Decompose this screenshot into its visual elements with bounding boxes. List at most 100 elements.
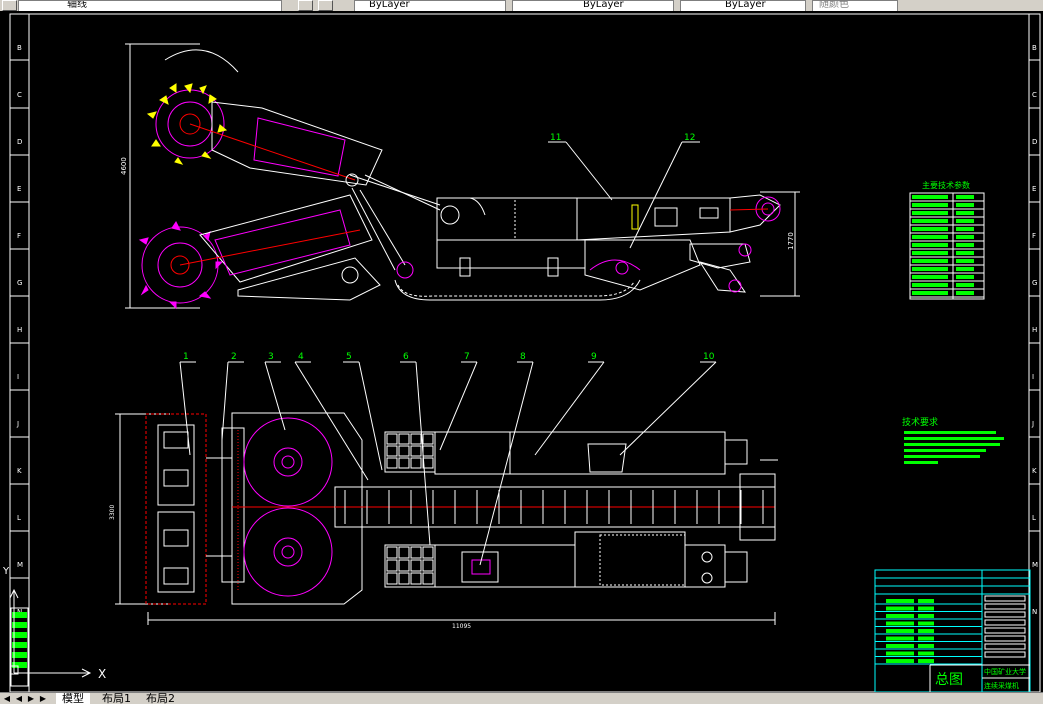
plotstyle-dropdown[interactable]: 随颜色 [812, 0, 898, 11]
leader-line [294, 361, 369, 481]
first-tab-icon[interactable]: ◀ [3, 694, 11, 703]
part-label-2: 2 [231, 352, 237, 362]
frame-row-letter: D [17, 138, 22, 146]
param-name-cell [912, 227, 948, 231]
part-label-1: 1 [183, 352, 189, 362]
title-row-fill [886, 614, 914, 618]
title-row-fill [918, 644, 934, 648]
grid-cell [386, 445, 398, 457]
part-label-8: 8 [520, 352, 526, 362]
tab-layout2[interactable]: 布局2 [146, 692, 175, 704]
left-layer-strip [10, 607, 29, 687]
frame-row-letter: C [17, 91, 22, 99]
frame-row-letter-right: C [1032, 91, 1037, 99]
tech-requirements: 技术要求 [902, 416, 1004, 464]
layer-state-icon[interactable] [298, 0, 313, 11]
prev-tab-icon[interactable]: ◀ [15, 694, 23, 703]
plotstyle-value: 随颜色 [819, 0, 849, 10]
grid-cell [422, 445, 434, 457]
title-row-fill [918, 621, 934, 626]
part-label-7: 7 [464, 352, 470, 362]
title-row-fill [886, 659, 914, 663]
param-name-cell [912, 283, 948, 287]
frame-row-letter: K [17, 467, 22, 475]
param-value-cell [956, 227, 974, 231]
title-sign-cell [984, 595, 1026, 602]
frame-row-letter: J [16, 420, 19, 428]
leader-line [619, 361, 717, 456]
grid-cell [410, 457, 422, 469]
grid-cell [422, 559, 434, 572]
frame-row-letter-right: K [1032, 467, 1037, 475]
tech-params-title: 主要技术参数 [922, 180, 970, 190]
frame-row-letter-right: F [1032, 232, 1036, 240]
plan-view [115, 361, 778, 625]
color-dropdown[interactable]: ByLayer [354, 0, 506, 11]
part-label-3: 3 [268, 352, 274, 362]
param-value-cell [956, 291, 974, 295]
grid-cell [422, 546, 434, 559]
layer-previous-icon[interactable] [318, 0, 333, 11]
grid-cell [398, 445, 410, 457]
part-label-12: 12 [684, 133, 695, 143]
param-name-cell [912, 211, 948, 215]
last-tab-icon[interactable]: ▶ [39, 694, 47, 703]
lineweight-dropdown[interactable]: ByLayer [680, 0, 806, 11]
param-value-cell [956, 251, 974, 255]
param-name-cell [912, 251, 948, 255]
linetype-value: ByLayer [583, 0, 624, 10]
tech-requirements-title: 技术要求 [902, 416, 938, 428]
leader-line [479, 361, 534, 566]
grid-cell [398, 572, 410, 585]
frame-row-letter-right: I [1032, 373, 1034, 381]
param-name-cell [912, 219, 948, 223]
frame-row-letter: F [17, 232, 21, 240]
grid-cell [410, 445, 422, 457]
layer-name: 轴线 [67, 0, 87, 10]
frame-row-letter-right: B [1032, 44, 1037, 52]
title-block: 总图 中国矿业大学 连续采煤机 [874, 569, 1031, 693]
tab-model[interactable]: 模型 [56, 693, 90, 704]
model-space-canvas[interactable]: BBCCDDEEFFGGHHIIJJKKLLMMNN 4600 1770 [0, 11, 1043, 693]
frame-row-letter-right: J [1031, 420, 1034, 428]
layer-dropdown[interactable]: 轴线 [18, 0, 282, 11]
param-name-cell [912, 203, 948, 207]
leader-line [179, 361, 191, 456]
title-sign-cell [984, 619, 1026, 626]
frame-row-letter: B [17, 44, 22, 52]
lineweight-value: ByLayer [725, 0, 766, 10]
title-row-fill [886, 621, 914, 626]
param-value-cell [956, 243, 974, 247]
part-label-6: 6 [403, 352, 409, 362]
grid-cell [410, 572, 422, 585]
leader-line [415, 361, 431, 546]
grid-cell [422, 433, 434, 445]
param-value-cell [956, 259, 974, 263]
grid-cell [410, 559, 422, 572]
grid-cell [386, 559, 398, 572]
part-label-5: 5 [346, 352, 352, 362]
tab-layout1[interactable]: 布局1 [102, 692, 131, 704]
title-sign-cell [984, 643, 1026, 650]
grid-cell [398, 559, 410, 572]
linetype-dropdown[interactable]: ByLayer [512, 0, 674, 11]
title-row-fill [886, 651, 914, 656]
grid-cell [398, 546, 410, 559]
grid-cell [386, 572, 398, 585]
ucs-y-label: Y [2, 566, 10, 577]
frame-row-letter: H [17, 326, 22, 334]
layer-light-icon[interactable] [2, 0, 17, 11]
next-tab-icon[interactable]: ▶ [27, 694, 35, 703]
param-value-cell [956, 283, 974, 287]
grid-cell [410, 433, 422, 445]
properties-toolbar: 轴线 ByLayer ByLayer ByLayer 随颜色 [0, 0, 1043, 12]
side-view: 4600 1770 [120, 43, 800, 310]
frame-row-letter: E [17, 185, 21, 193]
grid-cell [398, 433, 410, 445]
title-block-drawing-name: 总图 [935, 672, 963, 688]
title-sign-cell [984, 627, 1026, 634]
title-row-fill [918, 636, 934, 641]
leader-line [264, 361, 286, 431]
part-label-11: 11 [550, 133, 561, 143]
param-name-cell [912, 267, 948, 271]
